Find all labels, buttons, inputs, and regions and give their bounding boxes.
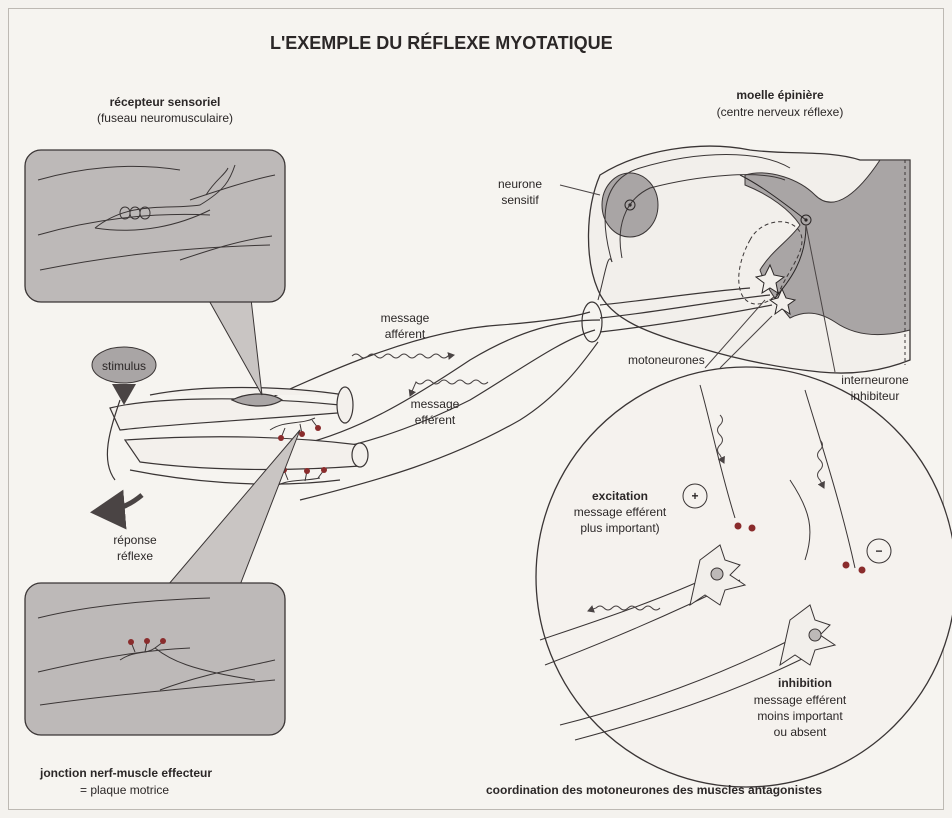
minus-sign: − <box>869 543 889 559</box>
response-arrow <box>95 495 142 512</box>
motoneurons-label: motoneurones <box>628 352 705 368</box>
efferent-wave <box>410 380 488 396</box>
stimulus-label: stimulus <box>94 358 154 374</box>
efferent-label-1: message <box>395 396 475 412</box>
junction-subtitle: = plaque motrice <box>80 782 169 798</box>
interneuron-label-1: interneurone <box>830 372 920 388</box>
afferent-label-1: message <box>365 310 445 326</box>
afferent-label-2: afférent <box>365 326 445 342</box>
plus-sign: + <box>685 488 705 504</box>
response-label-2: réflexe <box>100 548 170 564</box>
response-label-1: réponse <box>100 532 170 548</box>
excitation-line-1: message efférent <box>555 504 685 520</box>
stimulus-bubble <box>92 347 156 402</box>
sensory-neuron-label-1: neurone <box>480 176 560 192</box>
spinal-cord-subtitle: (centre nerveux réflexe) <box>660 104 900 120</box>
receptor-subtitle: (fuseau neuromusculaire) <box>60 110 270 126</box>
receptor-panel <box>25 150 285 395</box>
sensory-neuron-label-2: sensitif <box>480 192 560 208</box>
excitation-line-2: plus important) <box>555 520 685 536</box>
spinal-cord-title: moelle épinière <box>680 87 880 103</box>
receptor-title: récepteur sensoriel <box>70 94 260 110</box>
efferent-label-2: efférent <box>395 412 475 428</box>
diagram-title: L'EXEMPLE DU RÉFLEXE MYOTATIQUE <box>270 32 613 54</box>
excitation-title: excitation <box>565 488 675 504</box>
muscle <box>107 387 368 484</box>
inhibition-line-3: ou absent <box>730 724 870 740</box>
inhibition-title: inhibition <box>740 675 870 691</box>
inhibition-line-1: message efférent <box>730 692 870 708</box>
junction-title: jonction nerf-muscle effecteur <box>40 765 212 781</box>
inhibition-line-2: moins important <box>730 708 870 724</box>
coordination-caption: coordination des motoneurones des muscle… <box>486 782 822 798</box>
interneuron-label-2: inhibiteur <box>830 388 920 404</box>
